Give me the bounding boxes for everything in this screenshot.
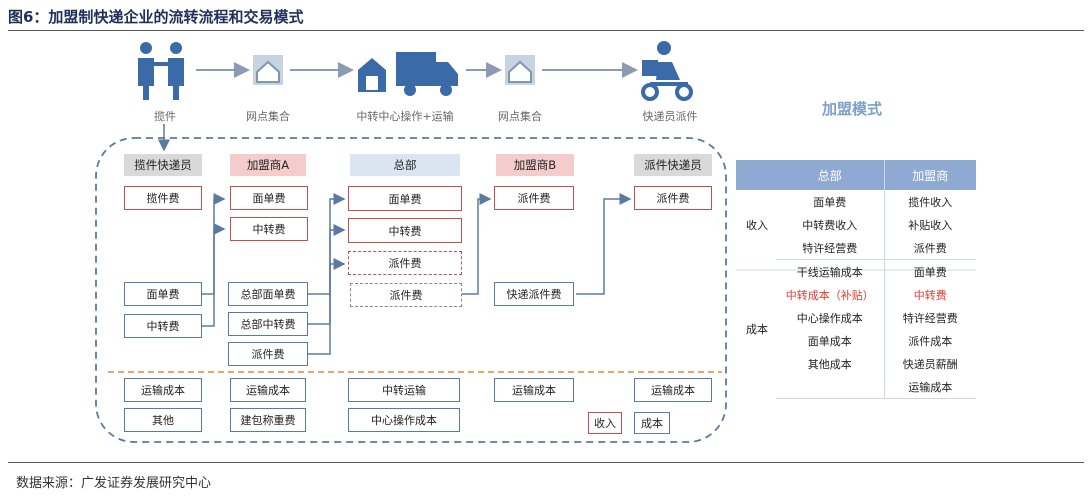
figure-title: 图6：加盟制快递企业的流转流程和交易模式 xyxy=(8,8,304,26)
table-cell: 面单费 xyxy=(813,195,847,209)
fee-box-hq-waybill: 总部面单费 xyxy=(228,282,308,306)
table-cell: 派件费 xyxy=(883,236,976,260)
fee-box-delivery: 派件费 xyxy=(494,186,574,210)
cost-box-center-operation: 中心操作成本 xyxy=(348,408,460,432)
column-header-headquarters: 总部 xyxy=(350,154,460,176)
cost-box-transport: 运输成本 xyxy=(634,378,712,402)
fee-box-delivery: 派件费 xyxy=(634,186,712,210)
table-header-franchisee: 加盟商 xyxy=(883,160,976,190)
fee-box-pickup: 揽件费 xyxy=(124,186,202,210)
table-category-income: 收入 xyxy=(746,218,768,232)
cost-box-transport: 运输成本 xyxy=(124,378,202,402)
fee-box-transfer: 中转费 xyxy=(124,314,202,338)
cost-box-other: 其他 xyxy=(124,408,202,432)
table-cell: 运输成本 xyxy=(883,375,976,399)
outlet-house-icon xyxy=(505,55,535,85)
table-cell xyxy=(776,375,884,399)
fee-box-courier-delivery: 快递派件费 xyxy=(494,282,574,306)
fee-box-transfer: 中转费 xyxy=(348,218,462,243)
outlet-house-icon xyxy=(253,55,283,85)
fee-box-waybill: 面单费 xyxy=(124,282,202,306)
franchise-profit-table: 总部 加盟商 收入 面单费 揽件收入 中转费收入 补贴收入 特许经营费 派件费 … xyxy=(736,160,976,399)
table-cell: 其他成本 xyxy=(807,357,852,371)
fee-box-delivery: 派件费 xyxy=(228,342,308,366)
flow-step-pickup: 揽件 xyxy=(154,110,176,123)
table-cell-highlight: 中转成本（补贴） xyxy=(785,288,874,302)
fee-box-hq-transfer: 总部中转费 xyxy=(228,312,308,336)
table-cell: 派件成本 xyxy=(883,329,976,352)
table-category-cost: 成本 xyxy=(746,323,768,336)
table-cell: 补贴收入 xyxy=(883,213,976,236)
table-cell: 面单成本 xyxy=(807,334,852,348)
delivery-scooter-icon xyxy=(641,41,693,101)
column-header-franchisee-a: 加盟商A xyxy=(230,154,306,176)
handshake-people-icon xyxy=(138,42,184,100)
flow-step-courier-delivery: 快递员派件 xyxy=(642,110,698,123)
legend-cost: 成本 xyxy=(634,412,670,434)
table-header-blank xyxy=(736,160,776,190)
column-header-franchisee-b: 加盟商B xyxy=(496,154,574,176)
flow-step-outlet-collect: 网点集合 xyxy=(246,110,290,123)
source-note: 数据来源：广发证券发展研究中心 xyxy=(16,476,212,491)
flow-step-outlet-collect-2: 网点集合 xyxy=(498,110,542,123)
table-cell: 特许经营费 xyxy=(883,306,976,329)
fee-box-delivery-dashed: 派件费 xyxy=(350,283,462,307)
column-header-delivery-courier: 派件快递员 xyxy=(634,154,712,176)
table-header-hq: 总部 xyxy=(776,160,884,190)
table-cell: 中转费收入 xyxy=(802,218,858,232)
legend-revenue: 收入 xyxy=(588,412,622,434)
table-cell: 揽件收入 xyxy=(883,190,976,213)
flow-step-transit: 中转中心操作+运输 xyxy=(356,110,454,123)
fee-box-transfer: 中转费 xyxy=(230,217,308,241)
table-cell-highlight: 中转费 xyxy=(883,283,976,306)
table-cell: 快递员薪酬 xyxy=(883,352,976,375)
title-rule xyxy=(8,30,1084,31)
cost-box-transport: 运输成本 xyxy=(494,378,574,402)
fee-box-waybill: 面单费 xyxy=(230,186,308,210)
source-rule xyxy=(8,462,1084,463)
cost-box-transfer-transport: 中转运输 xyxy=(348,378,460,402)
mode-label: 加盟模式 xyxy=(822,100,883,118)
cost-box-packing-weighing: 建包称重费 xyxy=(230,408,306,432)
table-cell: 中心操作成本 xyxy=(796,311,863,325)
warehouse-and-truck-icon xyxy=(358,52,458,96)
fee-box-waybill: 面单费 xyxy=(348,186,462,211)
table-cell: 面单费 xyxy=(883,259,976,283)
table-cell: 干线运输成本 xyxy=(796,265,863,279)
table-cell: 特许经营费 xyxy=(776,236,884,260)
fee-box-delivery-dashed-revenue: 派件费 xyxy=(348,251,462,275)
cost-box-transport: 运输成本 xyxy=(230,378,306,402)
column-header-pickup-courier: 揽件快递员 xyxy=(124,154,202,176)
